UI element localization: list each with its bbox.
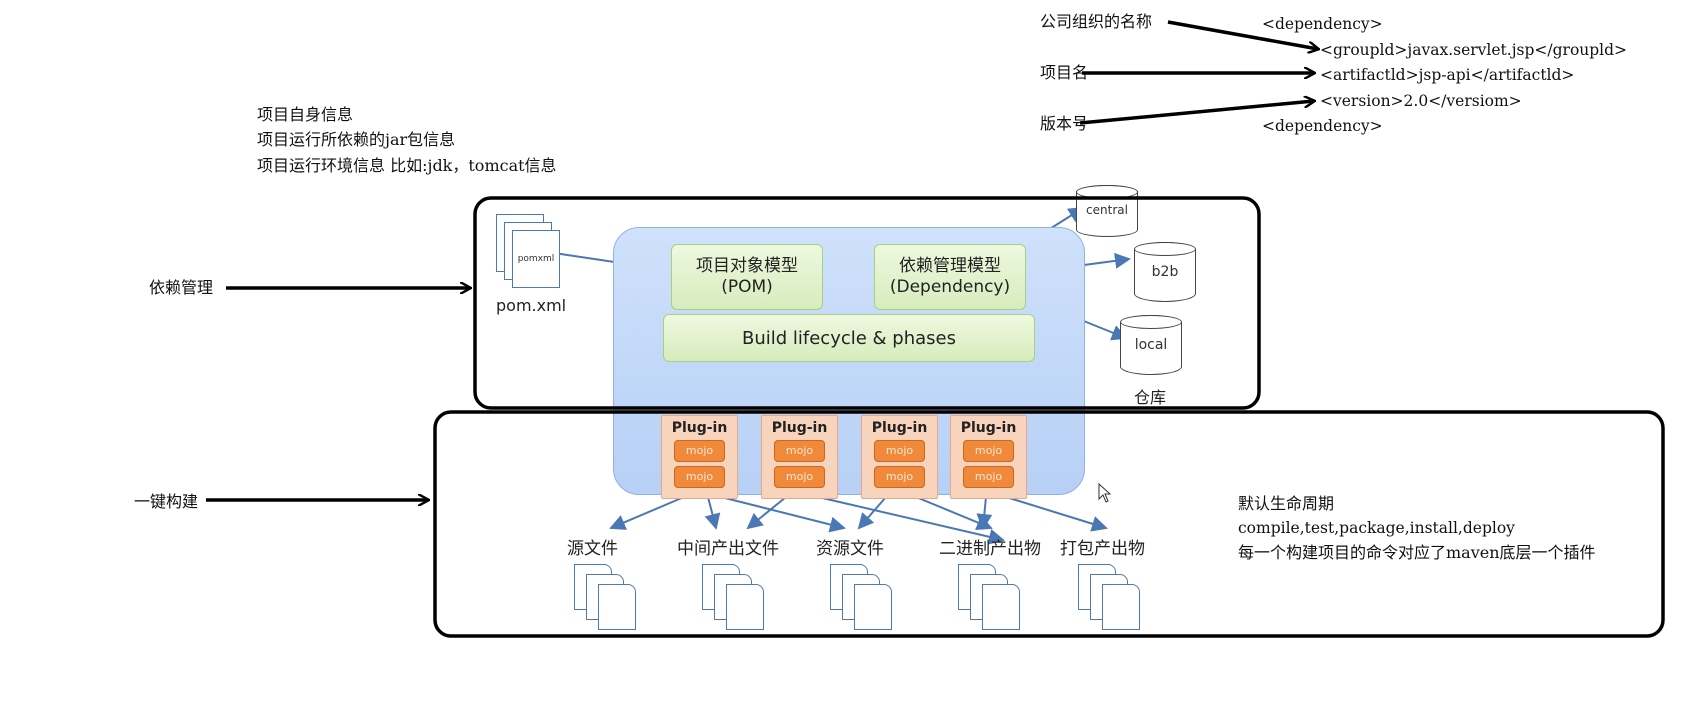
label-version: 版本号 [1040,114,1089,133]
central-repo-label: central [1086,203,1128,217]
local-repo-top [1119,314,1182,329]
plugin-3: Plug-in mojo mojo [861,415,938,499]
pom-file-label: pom.xml [496,296,567,315]
plugin-1: Plug-in mojo mojo [661,415,738,499]
plugin-2: Plug-in mojo mojo [761,415,838,499]
label-dependency-management: 依赖管理 [149,278,214,297]
plugin-label: Plug-in [671,420,728,436]
lifecycle-phases: compile,test,package,install,deploy [1238,519,1515,537]
plugin-label: Plug-in [871,420,928,436]
central-repo-cylinder: central [1075,184,1138,237]
plugin-4: Plug-in mojo mojo [950,415,1027,499]
pom-model-subtitle: (POM) [721,277,773,297]
b2b-repo-cylinder: b2b [1133,241,1196,302]
mojo-badge: mojo [774,466,825,488]
pom-model-box: 项目对象模型 (POM) [671,244,823,310]
arrow-version [1079,101,1314,125]
pom-file-icon: pomxml [512,230,560,288]
output-package-artifacts: 打包产出物 [1060,539,1145,559]
plugin-label: Plug-in [771,420,828,436]
note-dependency-jar-info: 项目运行所依赖的jar包信息 [257,130,456,149]
repository-label: 仓库 [1134,388,1167,407]
pom-file-icon-text: pomxml [517,254,555,264]
dependency-model-box: 依赖管理模型 (Dependency) [874,244,1026,310]
note-project-info: 项目自身信息 [257,105,354,124]
build-lifecycle-label: Build lifecycle & phases [741,327,956,349]
xml-version-line: <version>2.0</versiom> [1320,92,1522,110]
dependency-model-subtitle: (Dependency) [889,277,1011,297]
local-repo-label: local [1134,337,1168,353]
mojo-badge: mojo [963,440,1014,462]
b2b-repo-label: b2b [1151,264,1179,280]
pom-model-title: 项目对象模型 [696,256,798,276]
xml-artifactid-line: <artifactld>jsp-api</artifactld> [1320,66,1575,84]
arrow-org-name [1167,20,1318,49]
xml-groupid-line: <groupld>javax.servlet.jsp</groupld> [1320,41,1628,59]
mouse-cursor-icon [1098,483,1112,503]
plugin-label: Plug-in [960,420,1017,436]
output-binary-artifacts: 二进制产出物 [939,539,1041,559]
output-intermediate-files: 中间产出文件 [677,539,779,559]
build-lifecycle-box: Build lifecycle & phases [663,314,1035,362]
mojo-badge: mojo [674,440,725,462]
mojo-badge: mojo [963,466,1014,488]
maven-architecture-diagram: pomxml pom.xml 项目对象模型 (POM) 依赖管理模型 (Depe… [446,170,1236,640]
label-one-click-build: 一键构建 [134,492,199,511]
mojo-badge: mojo [874,466,925,488]
output-source-files: 源文件 [567,539,618,559]
output-resource-files: 资源文件 [816,539,884,559]
note-runtime-env-info: 项目运行环境信息 比如:jdk，tomcat信息 [257,156,557,175]
mojo-badge: mojo [774,440,825,462]
dependency-model-title: 依赖管理模型 [899,256,1001,276]
local-repo-cylinder: local [1119,314,1182,375]
xml-dependency-close: <dependency> [1262,117,1383,135]
mojo-badge: mojo [674,466,725,488]
lifecycle-title: 默认生命周期 [1238,494,1335,513]
b2b-repo-top [1133,241,1196,256]
mojo-badge: mojo [874,440,925,462]
build-highlight-box [433,410,1665,638]
xml-dependency-open: <dependency> [1262,15,1383,33]
label-project-name: 项目名 [1040,63,1089,82]
dependency-mgmt-highlight-box [473,196,1261,410]
lifecycle-plugin-note: 每一个构建项目的命令对应了maven底层一个插件 [1238,543,1596,562]
label-org-name: 公司组织的名称 [1040,12,1153,31]
